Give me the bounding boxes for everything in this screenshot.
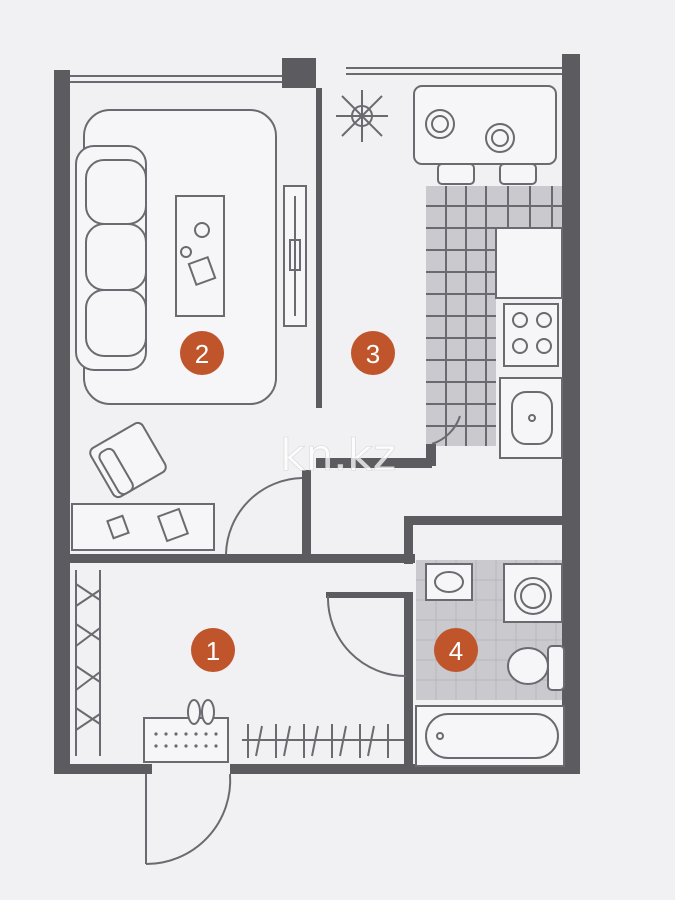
kitchen-counter-icon	[495, 227, 563, 299]
room-badge-1: 1	[191, 628, 235, 672]
sofa-icon	[75, 145, 147, 371]
living-room-door-icon	[225, 477, 303, 555]
entrance-door-icon	[145, 773, 232, 866]
shoe-rack-icon	[143, 699, 229, 763]
windows	[70, 67, 562, 83]
room-number-2: 2	[195, 339, 209, 369]
stove-icon	[503, 303, 559, 367]
room-badge-2: 2	[180, 331, 224, 375]
room-number-4: 4	[449, 636, 463, 666]
coffee-table-icon	[175, 195, 225, 317]
walls	[54, 54, 580, 774]
kitchen-tiles	[426, 186, 562, 446]
kitchen-sink-icon	[499, 377, 563, 459]
room-number-3: 3	[366, 339, 380, 369]
wardrobe-icon	[75, 570, 101, 756]
dining-table-icon	[413, 85, 557, 185]
room-badge-4: 4	[434, 628, 478, 672]
room-badge-3: 3	[351, 331, 395, 375]
kitchen-door-icon	[431, 415, 461, 445]
watermark: kn.kz	[280, 430, 396, 481]
clothes-rail-icon	[242, 724, 404, 758]
tv-stand-icon	[283, 185, 307, 327]
bathroom-door-icon	[326, 595, 407, 677]
room-number-1: 1	[206, 636, 220, 666]
toilet-icon	[507, 645, 565, 691]
washing-machine-icon	[503, 563, 563, 623]
bathtub-icon	[415, 705, 565, 767]
sideboard-icon	[71, 503, 215, 551]
bathroom-sink-icon	[425, 563, 473, 601]
ceiling-lamp-icon	[336, 90, 388, 142]
armchair-icon	[89, 421, 167, 499]
